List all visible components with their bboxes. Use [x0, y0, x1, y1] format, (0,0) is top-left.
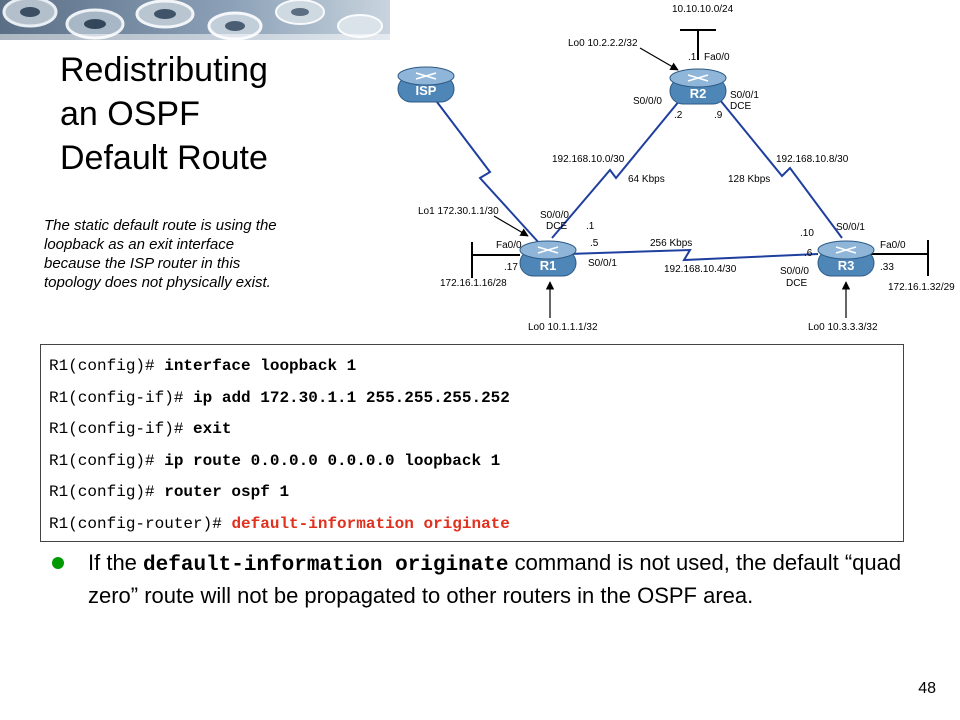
- code-prompt: R1(config)#: [49, 483, 165, 501]
- router-arrows-icon: [537, 246, 559, 254]
- page-number: 48: [918, 680, 936, 697]
- router-r1: R1: [519, 240, 577, 277]
- r3-dce-label: DCE: [786, 278, 807, 289]
- r2-s000-label: S0/0/0: [633, 96, 662, 107]
- title-line-2: an OSPF: [60, 95, 200, 133]
- code-line: R1(config-if)# ip add 172.30.1.1 255.255…: [49, 383, 903, 415]
- router-isp-label: ISP: [416, 83, 437, 98]
- note-line-4: topology does not physically exist.: [44, 274, 271, 291]
- r2-s001-label: S0/0/1: [730, 90, 759, 101]
- link-r1-r3-speed: 256 Kbps: [650, 238, 692, 249]
- serial-links: [436, 99, 843, 262]
- router-r3: R3: [817, 240, 875, 277]
- router-isp: ISP: [397, 66, 455, 103]
- r3-lo0-label: Lo0 10.3.3.3/32: [808, 322, 878, 333]
- r3-lan-label: 172.16.1.32/29: [888, 282, 955, 293]
- ospf-topology-diagram: ISP R2 R1 R3 10.10.10.0/24 Lo0 10.2.2.2/…: [390, 0, 960, 340]
- r2-dce-label: DCE: [730, 101, 751, 112]
- link-r1-r2-speed: 64 Kbps: [628, 174, 665, 185]
- r1-host-mid: .5: [590, 238, 599, 249]
- router-r3-label: R3: [838, 258, 855, 273]
- bullet-point: If the default-information originate com…: [52, 548, 932, 611]
- code-prompt: R1(config-if)#: [49, 420, 194, 438]
- r3-fa-label: Fa0/0: [880, 240, 906, 251]
- config-code-box: R1(config)# interface loopback 1 R1(conf…: [40, 344, 904, 542]
- r1-s000-label: S0/0/0: [540, 210, 569, 221]
- r1-fa-label: Fa0/0: [496, 240, 522, 251]
- code-command: ip add 172.30.1.1 255.255.255.252: [193, 388, 510, 407]
- r2-fa-label: Fa0/0: [704, 52, 730, 63]
- link-r2-r3: [719, 99, 843, 239]
- link-r1-r3: [567, 248, 819, 262]
- code-line: R1(config-router)# default-information o…: [49, 509, 903, 541]
- title-line-1: Redistributing: [60, 51, 268, 89]
- slide-title: Redistributing an OSPF Default Route: [60, 48, 268, 180]
- r3-host-mid: .6: [804, 248, 813, 259]
- title-line-3: Default Route: [60, 139, 268, 177]
- r3-s001-label: S0/0/1: [836, 222, 865, 233]
- bullet-text: If the default-information originate com…: [88, 548, 932, 611]
- arrow-r1-lo1: [493, 215, 529, 237]
- link-r2-r3-net: 192.168.10.8/30: [776, 154, 849, 165]
- code-line: R1(config)# ip route 0.0.0.0 0.0.0.0 loo…: [49, 446, 903, 478]
- bullet-command: default-information originate: [143, 554, 509, 577]
- static-route-note: The static default route is using the lo…: [44, 216, 344, 292]
- note-line-3: because the ISP router in this: [44, 255, 241, 272]
- link-r1-r2-net: 192.168.10.0/30: [552, 154, 625, 165]
- router-r1-label: R1: [540, 258, 557, 273]
- r3-host-top: .10: [800, 228, 814, 239]
- link-isp-r1: [436, 101, 541, 245]
- router-r2-label: R2: [690, 86, 707, 101]
- r2-lo0-label: Lo0 10.2.2.2/32: [568, 38, 638, 49]
- code-command: interface loopback 1: [164, 357, 357, 375]
- r1-dce-label: DCE: [546, 221, 567, 232]
- r2-left-host: .2: [674, 110, 683, 121]
- code-command: exit: [193, 420, 232, 438]
- code-prompt: R1(config-router)#: [49, 514, 232, 533]
- bullet-text-post: command is not used, the default “quad z…: [88, 550, 902, 608]
- router-arrows-icon: [835, 246, 857, 254]
- r3-s000-label: S0/0/0: [780, 266, 809, 277]
- loopback-arrows: [493, 47, 851, 318]
- r1-s001-label: S0/0/1: [588, 258, 617, 269]
- code-command: router ospf 1: [164, 483, 290, 501]
- router-arrows-icon: [687, 74, 709, 82]
- link-r1-r2: [551, 99, 681, 239]
- code-line: R1(config-if)# exit: [49, 414, 903, 446]
- r1-lo0-label: Lo0 10.1.1.1/32: [528, 322, 598, 333]
- code-prompt: R1(config)#: [49, 451, 165, 470]
- lan-lines: [471, 29, 929, 278]
- header-banner-image: [0, 0, 390, 40]
- code-prompt: R1(config-if)#: [49, 388, 194, 407]
- code-command: ip route 0.0.0.0 0.0.0.0 loopback 1: [164, 451, 501, 470]
- r1-fa-host: .17: [504, 262, 518, 273]
- r3-fa-host: .33: [880, 262, 894, 273]
- note-line-1: The static default route is using the: [44, 217, 277, 234]
- r2-fa-host: .1: [688, 52, 697, 63]
- router-arrows-icon: [415, 72, 437, 80]
- link-r1-r3-net: 192.168.10.4/30: [664, 264, 737, 275]
- code-prompt: R1(config)#: [49, 357, 165, 375]
- lan-top-label: 10.10.10.0/24: [672, 4, 734, 15]
- note-line-2: loopback as an exit interface: [44, 236, 235, 253]
- r1-host-top: .1: [586, 221, 595, 232]
- code-line: R1(config)# interface loopback 1: [49, 351, 903, 383]
- bullet-text-pre: If the: [88, 550, 144, 575]
- r1-lan-label: 172.16.1.16/28: [440, 278, 507, 289]
- bullet-dot-icon: [52, 557, 64, 569]
- router-r2: R2: [669, 68, 727, 105]
- code-line: R1(config)# router ospf 1: [49, 477, 903, 509]
- r1-lo1-label: Lo1 172.30.1.1/30: [418, 206, 499, 217]
- r2-right-host: .9: [714, 110, 723, 121]
- code-command-highlighted: default-information originate: [231, 514, 510, 533]
- arrow-r2-lo0: [639, 47, 679, 71]
- link-r2-r3-speed: 128 Kbps: [728, 174, 770, 185]
